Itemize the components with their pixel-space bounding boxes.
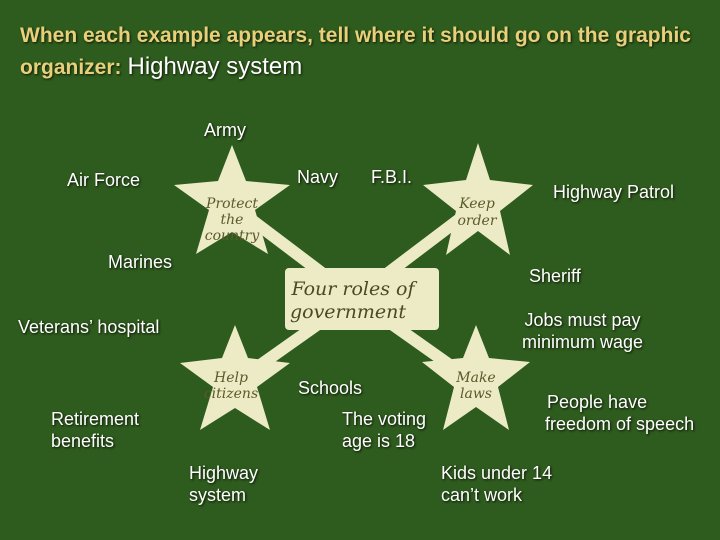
- example-kids-cant-work: Kids under 14 can’t work: [441, 462, 552, 506]
- example-schools: Schools: [298, 378, 363, 398]
- star-order-text: Keep order: [457, 196, 497, 229]
- highway-line-1: Highway: [189, 463, 259, 483]
- star-protect-country: [174, 145, 290, 254]
- example-marines: Marines: [108, 252, 173, 272]
- svg-text:order: order: [457, 213, 497, 229]
- star-protect-text: Protect the country: [205, 196, 261, 244]
- center-text: Four roles of government: [290, 278, 418, 323]
- example-navy: Navy: [297, 167, 339, 187]
- star-laws-text: Make laws: [455, 370, 495, 402]
- speech-line-1: People have: [547, 392, 648, 412]
- example-army: Army: [204, 120, 246, 140]
- svg-text:country: country: [205, 228, 261, 244]
- svg-text:government: government: [290, 301, 406, 323]
- example-sheriff: Sheriff: [529, 266, 581, 286]
- star-help-text: Help citizens: [204, 370, 258, 402]
- kids-line-1: Kids under 14: [441, 463, 553, 483]
- svg-text:citizens: citizens: [204, 386, 258, 402]
- star-make-laws: [422, 325, 530, 430]
- retirement-line-2: benefits: [51, 431, 115, 451]
- svg-text:Four roles of: Four roles of: [290, 278, 417, 300]
- svg-text:Keep: Keep: [458, 196, 495, 212]
- retirement-line-1: Retirement: [51, 409, 140, 429]
- kids-line-2: can’t work: [441, 485, 523, 505]
- example-veterans-hospital: Veterans’ hospital: [18, 317, 160, 337]
- highway-line-2: system: [189, 485, 247, 505]
- jobs-line-2: minimum wage: [522, 332, 644, 352]
- center-box: [285, 268, 439, 330]
- title-prompt: When each example appears, tell where it…: [20, 24, 691, 79]
- svg-text:Protect: Protect: [205, 196, 258, 212]
- svg-text:Help: Help: [213, 370, 248, 386]
- star-help-citizens: [180, 325, 290, 430]
- example-highway-patrol: Highway Patrol: [553, 182, 675, 202]
- star-keep-order: [423, 143, 533, 255]
- svg-text:the: the: [221, 212, 244, 228]
- example-retirement-benefits: Retirement benefits: [51, 408, 139, 452]
- current-example-topic: Highway system: [127, 53, 303, 80]
- example-freedom-of-speech: People have freedom of speech: [545, 391, 694, 435]
- speech-line-2: freedom of speech: [545, 414, 695, 434]
- example-voting-age: The voting age is 18: [342, 408, 426, 452]
- voting-line-2: age is 18: [342, 431, 416, 451]
- slide-title: When each example appears, tell where it…: [20, 20, 710, 83]
- example-highway-system: Highway system: [189, 462, 258, 506]
- voting-line-1: The voting: [342, 409, 427, 429]
- example-jobs-minimum-wage: Jobs must pay minimum wage: [522, 309, 643, 353]
- jobs-line-1: Jobs must pay: [524, 310, 641, 330]
- svg-text:laws: laws: [460, 386, 492, 402]
- example-fbi: F.B.I.: [371, 167, 413, 187]
- example-air-force: Air Force: [67, 170, 141, 190]
- svg-text:Make: Make: [455, 370, 495, 386]
